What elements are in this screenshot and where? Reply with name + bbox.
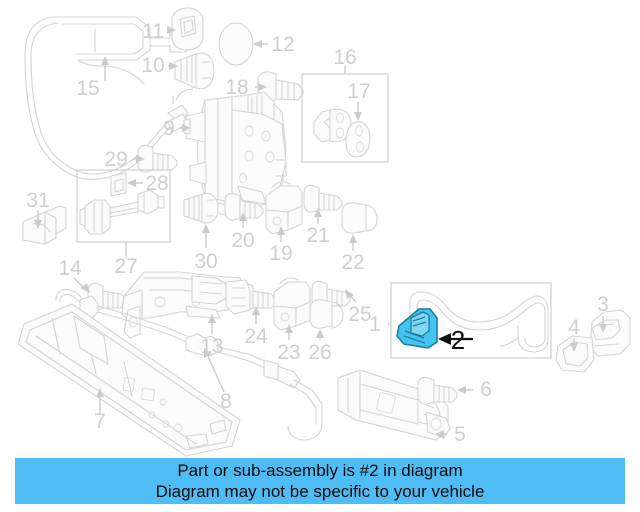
part-11-cap <box>167 7 204 51</box>
callout-label-12: 12 <box>271 33 294 56</box>
group-27-frame <box>76 169 171 258</box>
callout-label-1: 1 <box>369 313 381 336</box>
part-27-lock-cylinder <box>79 189 165 235</box>
callout-label-7: 7 <box>94 410 106 433</box>
part-31-wedge <box>22 205 67 245</box>
part-22-bushing <box>341 202 378 251</box>
callout-label-24: 24 <box>244 325 268 348</box>
part-16-striker <box>313 108 352 143</box>
banner-line-2: Diagram may not be specific to your vehi… <box>155 482 485 501</box>
highlight-arrow-to-part-2 <box>438 333 473 345</box>
callout-label-16: 16 <box>333 46 356 69</box>
callout-label-2: 2 <box>451 325 465 355</box>
callout-label-13: 13 <box>200 335 223 358</box>
part-7-sill-plate <box>17 303 241 457</box>
callout-label-15: 15 <box>76 77 99 100</box>
part-13-carrier <box>121 271 251 339</box>
part-9-door-latch-assembly <box>180 91 287 219</box>
callout-label-30: 30 <box>194 250 217 273</box>
callout-label-20: 20 <box>231 229 254 252</box>
part-26-bushing <box>309 299 344 340</box>
part-8-cable <box>55 288 323 441</box>
callout-label-3: 3 <box>597 293 609 316</box>
part-3-handle-bezel <box>589 309 631 357</box>
callout-label-18: 18 <box>225 76 248 99</box>
callout-label-4: 4 <box>568 316 580 339</box>
part-30-bolt <box>183 193 219 248</box>
part-23-bracket <box>273 277 311 340</box>
part-19-bracket <box>265 181 303 242</box>
diagram-footer-banner: Part or sub-assembly is #2 in diagram Di… <box>15 458 625 504</box>
callout-label-9: 9 <box>163 117 175 140</box>
group-16-frame <box>301 66 389 163</box>
callout-label-5: 5 <box>454 423 466 446</box>
part-12-plug <box>218 22 268 66</box>
callout-label-23: 23 <box>277 341 300 364</box>
callout-label-19: 19 <box>269 242 292 265</box>
callout-labels: 1 3 4 5 6 7 8 9 10 11 12 13 14 15 16 17 … <box>26 20 609 446</box>
group-1-frame <box>388 282 552 359</box>
callout-label-6: 6 <box>480 378 492 401</box>
part-5-handle-base <box>337 369 451 441</box>
callout-label-28: 28 <box>145 172 168 195</box>
callout-label-26: 26 <box>308 341 331 364</box>
callout-label-8: 8 <box>220 390 232 413</box>
callout-label-14: 14 <box>58 257 82 280</box>
part-20-bolt <box>224 192 264 228</box>
part-6-bolt <box>417 376 473 405</box>
part-28-key-cover <box>110 172 143 197</box>
part-2-handle-cap-highlighted <box>396 308 438 349</box>
banner-line-1: Part or sub-assembly is #2 in diagram <box>177 461 463 480</box>
callout-label-31: 31 <box>26 189 49 212</box>
part-29-bolt <box>133 144 178 173</box>
part-4-gasket <box>555 335 595 373</box>
part-17-striker-plate <box>345 102 371 158</box>
callout-label-25: 25 <box>348 303 371 326</box>
part-10-bolt <box>168 52 215 90</box>
part-21-bolt <box>303 184 343 224</box>
callout-label-10: 10 <box>141 54 164 77</box>
callout-label-29: 29 <box>104 148 127 171</box>
callout-label-21: 21 <box>306 224 329 247</box>
callout-label-11: 11 <box>142 20 164 43</box>
callout-label-27: 27 <box>114 255 137 278</box>
callout-label-17: 17 <box>347 80 370 103</box>
callout-label-22: 22 <box>341 251 364 274</box>
